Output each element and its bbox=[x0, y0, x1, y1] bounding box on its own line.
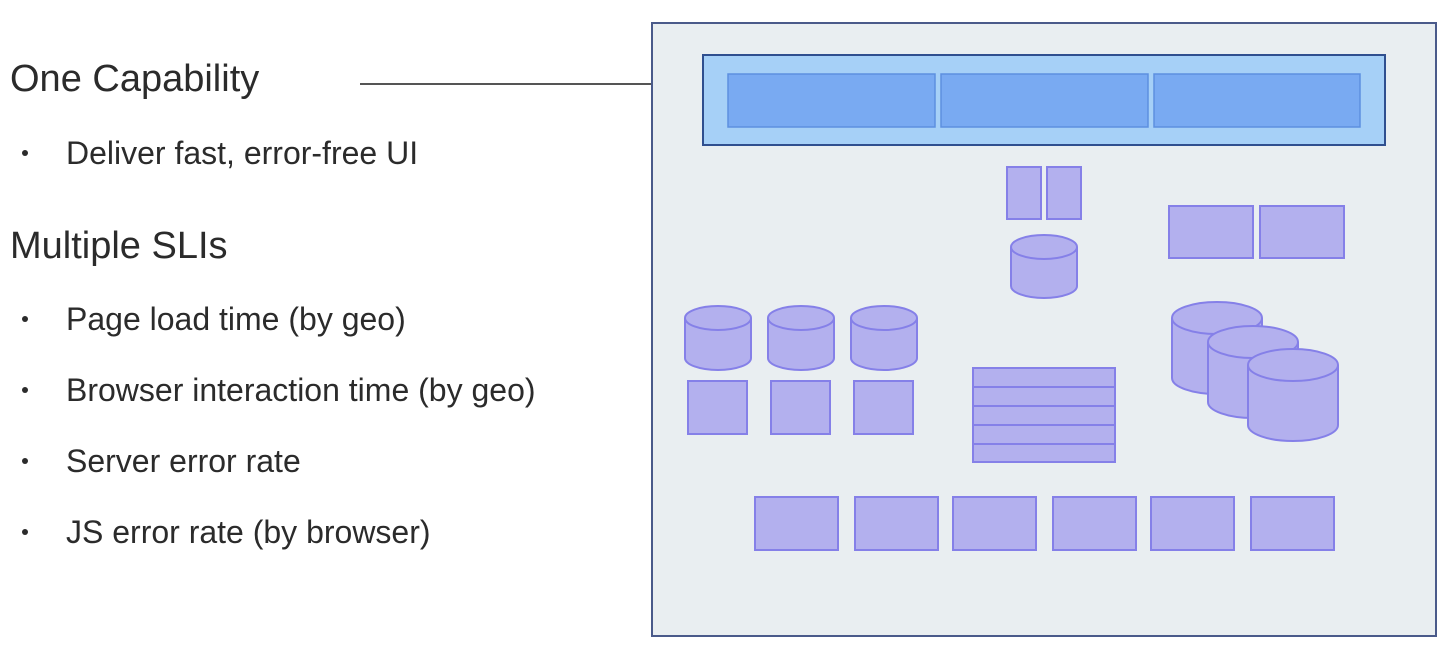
database-icon bbox=[767, 305, 835, 371]
ui-bar-cell bbox=[727, 73, 936, 128]
sli-bullet: JS error rate (by browser) bbox=[22, 512, 431, 552]
bullet-text: JS error rate (by browser) bbox=[66, 514, 431, 550]
bullet-text: Deliver fast, error-free UI bbox=[66, 135, 419, 171]
service-box bbox=[687, 380, 748, 435]
service-box bbox=[1250, 496, 1335, 551]
service-box bbox=[952, 496, 1037, 551]
sli-bullet: Server error rate bbox=[22, 441, 301, 481]
bullet-icon bbox=[22, 528, 28, 535]
ui-bar-cell bbox=[1153, 73, 1361, 128]
bullet-icon bbox=[22, 386, 28, 393]
sli-bullet: Browser interaction time (by geo) bbox=[22, 370, 536, 410]
database-icon bbox=[1010, 234, 1078, 299]
database-icon bbox=[850, 305, 918, 371]
bullet-text: Page load time (by geo) bbox=[66, 301, 406, 337]
service-box bbox=[770, 380, 831, 435]
service-box bbox=[853, 380, 914, 435]
bullet-text: Server error rate bbox=[66, 443, 301, 479]
service-box bbox=[1150, 496, 1235, 551]
bullet-icon bbox=[22, 149, 28, 156]
sli-bullet: Page load time (by geo) bbox=[22, 299, 406, 339]
bullet-text: Browser interaction time (by geo) bbox=[66, 372, 536, 408]
service-box bbox=[1168, 205, 1254, 259]
service-box bbox=[854, 496, 939, 551]
stacked-table bbox=[972, 367, 1116, 463]
ui-bar-cell bbox=[940, 73, 1149, 128]
service-box bbox=[1052, 496, 1137, 551]
capability-heading: One Capability bbox=[10, 58, 260, 100]
service-box bbox=[754, 496, 839, 551]
database-cluster-icon bbox=[1171, 301, 1339, 442]
service-box bbox=[1006, 166, 1042, 220]
service-box bbox=[1046, 166, 1082, 220]
slis-heading: Multiple SLIs bbox=[10, 225, 228, 267]
database-icon bbox=[684, 305, 752, 371]
ui-bar bbox=[702, 54, 1386, 146]
capability-bullet: Deliver fast, error-free UI bbox=[22, 133, 418, 173]
bullet-icon bbox=[22, 315, 28, 322]
service-box bbox=[1259, 205, 1345, 259]
bullet-icon bbox=[22, 457, 28, 464]
